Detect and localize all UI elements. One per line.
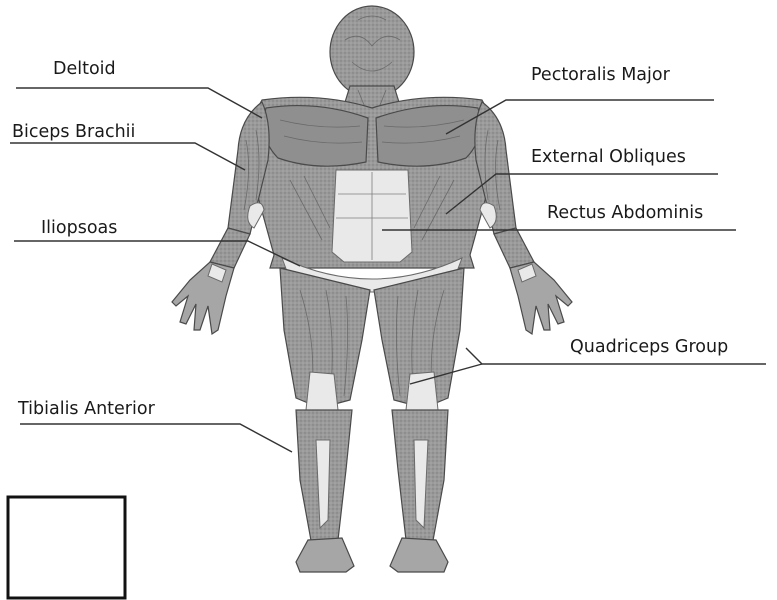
label-deltoid: Deltoid bbox=[53, 59, 116, 79]
pectoral-right bbox=[376, 106, 480, 167]
leader-biceps bbox=[10, 143, 245, 170]
leader-iliopsoas bbox=[14, 241, 300, 266]
answer-box bbox=[8, 497, 125, 598]
label-pectoralis-major: Pectoralis Major bbox=[531, 65, 671, 85]
elbow-right bbox=[480, 203, 496, 228]
foot-right bbox=[390, 538, 448, 572]
forearm-right bbox=[494, 228, 534, 268]
elbow-left bbox=[248, 203, 264, 228]
forearm-left bbox=[210, 228, 250, 268]
human-figure bbox=[172, 6, 572, 572]
label-rectus-abdominis: Rectus Abdominis bbox=[547, 203, 703, 223]
head bbox=[330, 6, 414, 98]
label-quadriceps-group: Quadriceps Group bbox=[570, 337, 728, 357]
leader-deltoid bbox=[16, 88, 262, 118]
foot-left bbox=[296, 538, 354, 572]
label-tibialis-anterior: Tibialis Anterior bbox=[17, 399, 156, 419]
label-biceps-brachii: Biceps Brachii bbox=[12, 122, 135, 142]
label-external-obliques: External Obliques bbox=[531, 147, 686, 167]
pectoral-left bbox=[264, 106, 368, 167]
leader-tibialis bbox=[20, 424, 292, 452]
label-iliopsoas: Iliopsoas bbox=[41, 218, 117, 238]
